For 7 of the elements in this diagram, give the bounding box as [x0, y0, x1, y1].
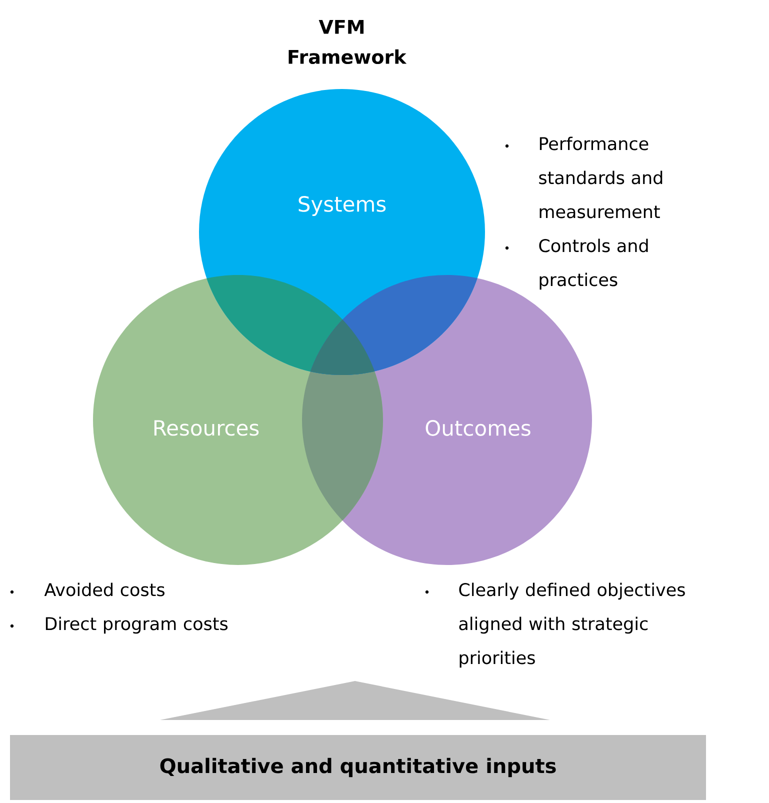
bullet-item: Avoided costs [10, 582, 164, 596]
bullet-item: Clearly defined objectives aligned with strategic priorities [425, 582, 685, 668]
bullet-item: Direct program costs [10, 616, 228, 634]
input-box-drawing: Qualitative and quantitative inputs [10, 681, 706, 800]
node-label: Systems [298, 196, 386, 216]
title: VFM Framework [288, 20, 407, 64]
bullet-item: Performance standards and measurement [505, 136, 662, 218]
